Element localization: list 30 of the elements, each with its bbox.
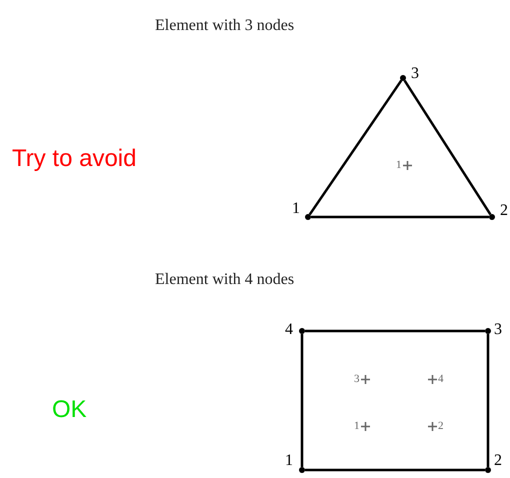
- element-edge: [305, 468, 485, 472]
- node-number: 4: [285, 322, 293, 338]
- node-point: [485, 328, 491, 334]
- node-number: 3: [494, 322, 502, 338]
- element-edge: [486, 334, 490, 467]
- title-text: Element with 3 nodes: [155, 18, 294, 34]
- node-point: [489, 214, 495, 220]
- node-number: 2: [494, 453, 502, 469]
- integration-point-number: 4: [438, 374, 444, 385]
- element-edge: [404, 80, 492, 216]
- integration-point-number: 2: [438, 421, 444, 432]
- element-edge: [305, 330, 485, 332]
- approval-text: OK: [52, 398, 87, 422]
- element-edge: [311, 216, 489, 218]
- title-text: Element with 4 nodes: [155, 272, 294, 288]
- node-point: [400, 75, 406, 81]
- node-point: [299, 328, 305, 334]
- node-number: 1: [292, 201, 300, 217]
- element-edge: [308, 80, 402, 216]
- element-edge: [300, 334, 304, 467]
- warning-text: Try to avoid: [12, 147, 136, 171]
- node-number: 2: [500, 203, 508, 219]
- node-number: 1: [285, 453, 293, 469]
- node-point: [299, 467, 305, 473]
- integration-point-number: 3: [354, 374, 360, 385]
- node-number: 3: [411, 66, 419, 82]
- integration-point-number: 1: [396, 160, 402, 171]
- node-point: [485, 467, 491, 473]
- integration-point-number: 1: [354, 421, 360, 432]
- node-point: [305, 214, 311, 220]
